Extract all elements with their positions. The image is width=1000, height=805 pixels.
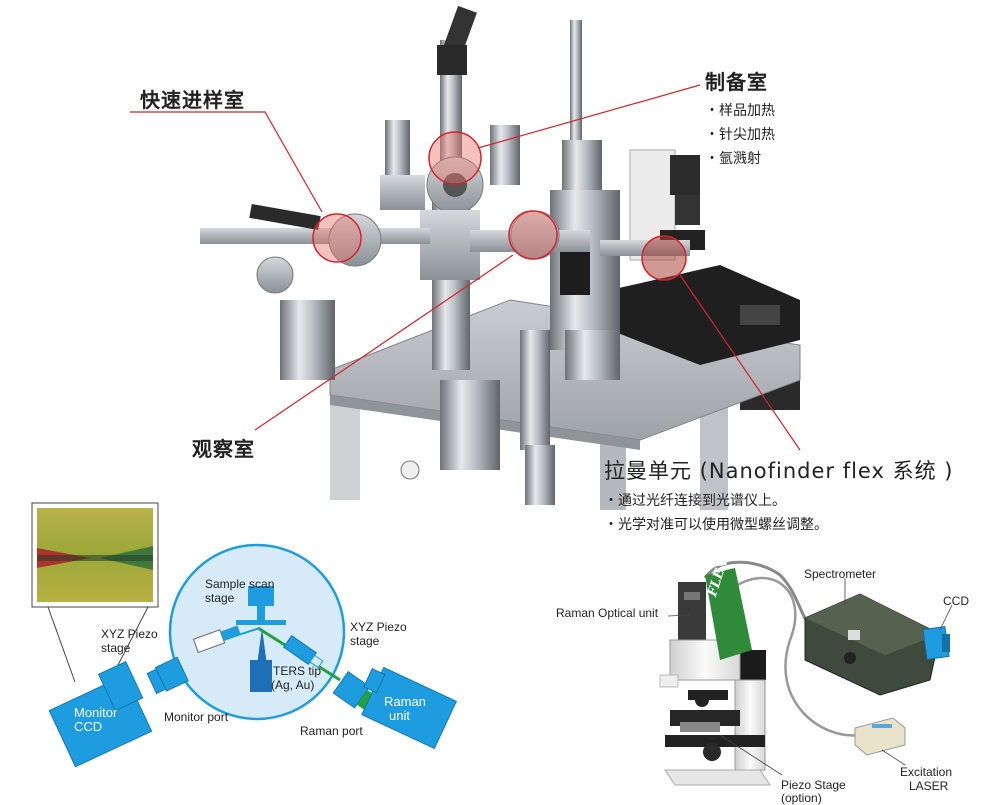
prep-chamber-callout: 制备室 ・样品加热 ・针尖加热 ・氩溅射	[705, 66, 775, 171]
raman-optical-unit-label: Raman Optical unit	[556, 606, 659, 620]
ters-tip-label-2: (Ag, Au)	[271, 678, 315, 692]
prep-chamber-title: 制备室	[705, 70, 768, 94]
raman-unit-callout: 拉曼单元 (Nanofinder flex 系统 ) ・通过光纤连接到光谱仪上。…	[604, 455, 953, 537]
observation-chamber-label: 观察室	[192, 437, 255, 461]
sample-scan-label: Sample scan	[205, 577, 275, 591]
raman-unit-title: 拉曼单元 (Nanofinder flex 系统 )	[604, 459, 954, 483]
monitor-ccd-label-2: CCD	[74, 719, 103, 734]
monitor-ccd-label-1: Monitor	[74, 705, 118, 720]
raman-port-label: Raman port	[300, 724, 363, 738]
raman-item-alignment: ・光学对准可以使用微型螺丝调整。	[604, 517, 828, 533]
piezo-stage-label-1: Piezo Stage	[781, 778, 846, 792]
fast-entry-chamber-label: 快速进样室	[140, 88, 245, 112]
xyz-piezo-left-label-1: XYZ Piezo	[101, 627, 158, 641]
prep-item-sample-heating: ・样品加热	[705, 103, 775, 119]
piezo-stage-label-2: (option)	[781, 791, 822, 805]
raman-unit-label-2: unit	[389, 708, 410, 723]
xyz-piezo-right-label-1: XYZ Piezo	[350, 620, 407, 634]
spectrometer-label: Spectrometer	[804, 567, 877, 581]
xyz-piezo-left-label-2: stage	[101, 641, 131, 655]
prep-item-argon-sputter: ・氩溅射	[705, 151, 761, 167]
excitation-laser-label-2: LASER	[909, 779, 949, 793]
ters-tip-label-1: TERS tip	[273, 664, 322, 678]
monitor-port-label: Monitor port	[164, 710, 229, 724]
raman-item-fiber: ・通过光纤连接到光谱仪上。	[604, 493, 786, 509]
ccd-label: CCD	[943, 594, 969, 608]
xyz-piezo-right-label-2: stage	[350, 634, 380, 648]
prep-item-tip-heating: ・针尖加热	[705, 127, 775, 143]
excitation-laser-label-1: Excitation	[900, 765, 953, 779]
stage-label: stage	[205, 591, 235, 605]
raman-unit-label-1: Raman	[384, 694, 426, 709]
